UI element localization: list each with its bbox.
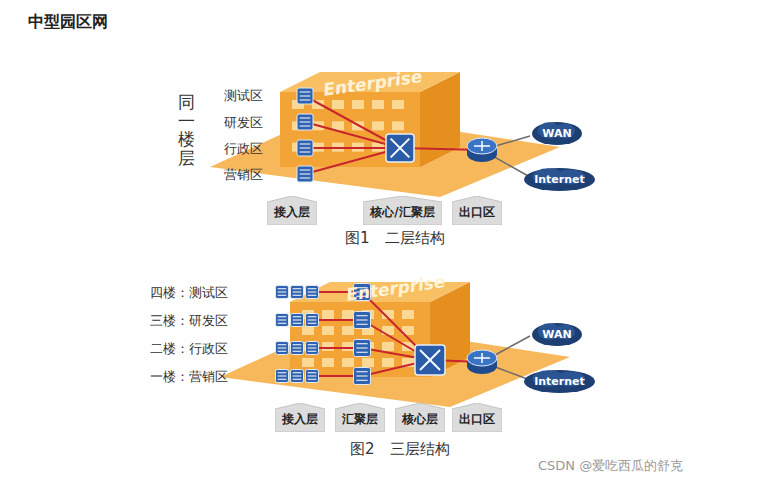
window <box>322 310 334 319</box>
zone-label: 二楼：行政区 <box>150 340 228 358</box>
switch-icon <box>306 286 319 299</box>
zone-label: 一楼：营销区 <box>150 368 228 386</box>
window <box>342 310 354 319</box>
switch-icon <box>291 286 304 299</box>
router-icon <box>467 138 497 162</box>
window <box>402 310 414 319</box>
switch-icon <box>291 370 304 383</box>
core-switch-icon <box>386 134 414 162</box>
zone-label: 四楼：测试区 <box>150 284 228 302</box>
cloud-label: WAN <box>531 127 583 140</box>
window <box>372 121 384 130</box>
layer-tag: 接入层 <box>267 196 317 225</box>
window <box>322 342 334 351</box>
cloud-label: Internet <box>523 173 596 186</box>
switch-icon <box>276 286 289 299</box>
layer-tag: 出口区 <box>452 196 502 225</box>
window <box>322 358 334 367</box>
router-icon <box>467 350 497 374</box>
zone-label: 行政区 <box>224 140 263 158</box>
switch-icon <box>276 314 289 327</box>
layer-label: 核心/汇聚层 <box>363 204 442 221</box>
window <box>382 358 394 367</box>
switch-icon <box>354 368 371 385</box>
layer-label: 出口区 <box>452 204 502 221</box>
switch-icon <box>297 88 313 104</box>
window <box>392 121 404 130</box>
title: 中型园区网 <box>28 12 108 33</box>
watermark: CSDN @爱吃西瓜的舒克 <box>538 457 683 475</box>
layer-label: 核心层 <box>395 411 445 428</box>
layer-label: 接入层 <box>267 204 317 221</box>
switch-icon <box>291 342 304 355</box>
switch-icon <box>297 166 313 182</box>
network-cloud: WAN <box>531 322 583 347</box>
switch-icon <box>297 140 313 156</box>
network-cloud: Internet <box>523 167 596 192</box>
core-switch-icon <box>415 345 445 375</box>
layer-tag: 出口区 <box>452 403 502 432</box>
switch-icon <box>276 342 289 355</box>
switch-icon <box>354 340 371 357</box>
layer-tag: 接入层 <box>275 403 325 432</box>
window <box>342 358 354 367</box>
network-cloud: Internet <box>523 369 596 394</box>
switch-icon <box>297 114 313 130</box>
switch-icon <box>306 370 319 383</box>
window <box>352 100 364 109</box>
window <box>362 358 374 367</box>
zone-label: 测试区 <box>224 87 263 105</box>
floor-label: 同一楼层 <box>178 93 195 168</box>
window <box>332 100 344 109</box>
layer-tag: 汇聚层 <box>335 403 385 432</box>
zone-label: 研发区 <box>224 114 263 132</box>
figure-caption: 图2 三层结构 <box>350 440 450 459</box>
switch-icon <box>306 342 319 355</box>
switch-icon <box>291 314 304 327</box>
window <box>302 326 314 335</box>
window <box>382 342 394 351</box>
layer-tag: 核心层 <box>395 403 445 432</box>
window <box>322 326 334 335</box>
window <box>342 326 354 335</box>
layer-tag: 核心/汇聚层 <box>363 196 442 225</box>
window <box>392 100 404 109</box>
cloud-label: Internet <box>523 375 596 388</box>
layer-label: 出口区 <box>452 411 502 428</box>
switch-icon <box>306 314 319 327</box>
figure-caption: 图1 二层结构 <box>345 229 445 248</box>
layer-label: 接入层 <box>275 411 325 428</box>
zone-label: 营销区 <box>224 166 263 184</box>
switch-icon <box>354 312 371 329</box>
switch-icon <box>276 370 289 383</box>
layer-label: 汇聚层 <box>335 411 385 428</box>
window <box>372 100 384 109</box>
cloud-label: WAN <box>531 328 583 341</box>
window <box>342 342 354 351</box>
network-cloud: WAN <box>531 121 583 146</box>
zone-label: 三楼：研发区 <box>150 312 228 330</box>
window <box>302 358 314 367</box>
